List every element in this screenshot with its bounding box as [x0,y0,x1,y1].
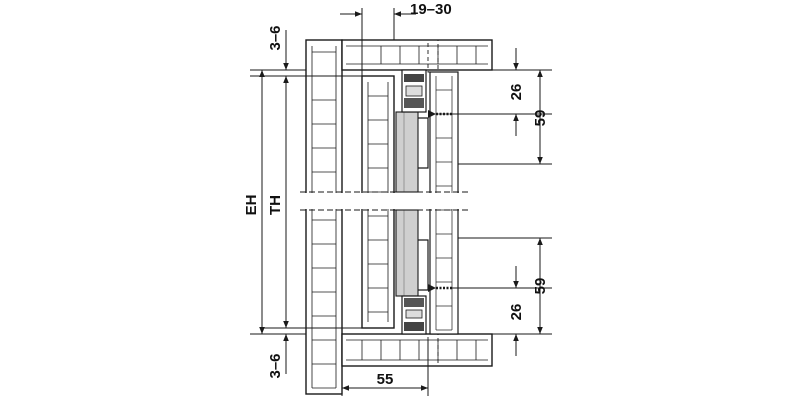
top-clearance-label: 3–6 [267,25,284,50]
top-shelf [341,39,493,71]
break-line [300,191,470,211]
top-gap-label: 19–30 [410,1,452,18]
upper-offset-label: 26 [508,84,525,101]
bottom-clearance-label: 3–6 [267,353,284,378]
top-runner [401,69,427,113]
upper-fixing-label: 59 [532,110,549,127]
bottom-shelf [341,333,493,367]
lower-offset-label: 26 [508,304,525,321]
side-panel [305,39,343,395]
lower-fixing-label: 59 [532,278,549,295]
bottom-width-label: 55 [377,371,394,388]
bottom-runner [401,295,427,335]
lower-screw-icon [428,284,452,292]
overall-height-label: EH [243,195,260,216]
track-height-label: TH [267,195,284,215]
upper-screw-icon [428,110,452,118]
